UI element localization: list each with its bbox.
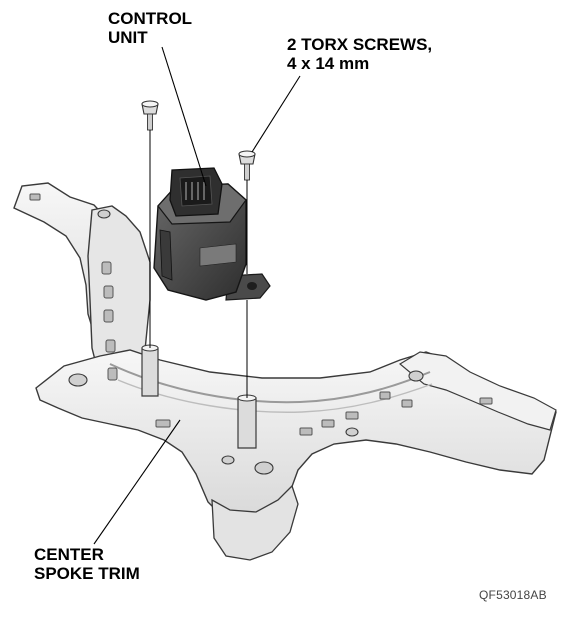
torx-screw-right (238, 150, 256, 398)
label-torx-screws-line2: 4 x 14 mm (287, 54, 370, 73)
trim-boss (221, 455, 235, 465)
control-unit-label-strip (199, 243, 237, 267)
leader-center-spoke-trim (93, 419, 181, 545)
torx-screw-left (141, 100, 159, 348)
trim-slots (29, 193, 493, 436)
trim-slot (345, 411, 359, 420)
leader-lines (93, 46, 301, 545)
center-spoke-trim (13, 182, 557, 561)
label-center-spoke-trim-line1: CENTER (34, 545, 104, 564)
label-control-unit: CONTROL UNIT (108, 9, 192, 47)
label-center-spoke-trim-line2: SPOKE TRIM (34, 564, 140, 583)
leader-control-unit (161, 46, 207, 187)
trim-slot (103, 309, 114, 323)
trim-slot (155, 419, 171, 428)
trim-center-bridge (35, 349, 557, 521)
trim-boss (68, 373, 88, 387)
label-center-spoke-trim: CENTER SPOKE TRIM (34, 545, 140, 583)
trim-boss (254, 461, 274, 475)
trim-slot (379, 391, 391, 400)
screw-post-right (237, 397, 257, 449)
trim-slot (101, 261, 112, 275)
trim-boss (408, 370, 424, 382)
torx-screws (141, 100, 256, 398)
trim-slot (479, 397, 493, 405)
torx-screw-right-shank (244, 163, 250, 181)
control-unit-tab-hole (247, 282, 257, 290)
trim-bottom-lobe (211, 484, 299, 561)
trim-slot (401, 399, 413, 408)
trim-slot (29, 193, 41, 201)
trim-bosses (68, 209, 424, 475)
trim-boss (97, 209, 111, 219)
trim-slot (105, 339, 116, 353)
trim-boss (345, 427, 359, 437)
control-unit-side-rib (159, 229, 173, 281)
control-unit-connector-cavity (179, 175, 213, 207)
screw-post-left (141, 347, 159, 397)
trim-slot (321, 419, 335, 428)
trim-slot (103, 285, 114, 299)
trim-rib (109, 363, 431, 404)
torx-screw-left-head-top (141, 100, 159, 108)
trim-slot (107, 367, 118, 381)
label-torx-screws-line1: 2 TORX SCREWS, (287, 35, 433, 54)
label-control-unit-line1: CONTROL (108, 9, 193, 28)
trim-slot (299, 427, 313, 436)
label-control-unit-line2: UNIT (108, 28, 148, 47)
label-torx-screws: 2 TORX SCREWS, 4 x 14 mm (287, 35, 432, 73)
connector-pins (185, 182, 205, 200)
figure-code: QF53018AB (479, 588, 547, 602)
trim-right-arm (398, 351, 557, 431)
torx-screw-left-shank (147, 113, 153, 131)
control-unit (153, 167, 271, 301)
leader-torx-screws (251, 75, 301, 153)
trim-rib-inner (117, 379, 433, 413)
torx-screw-right-head-top (238, 150, 256, 158)
